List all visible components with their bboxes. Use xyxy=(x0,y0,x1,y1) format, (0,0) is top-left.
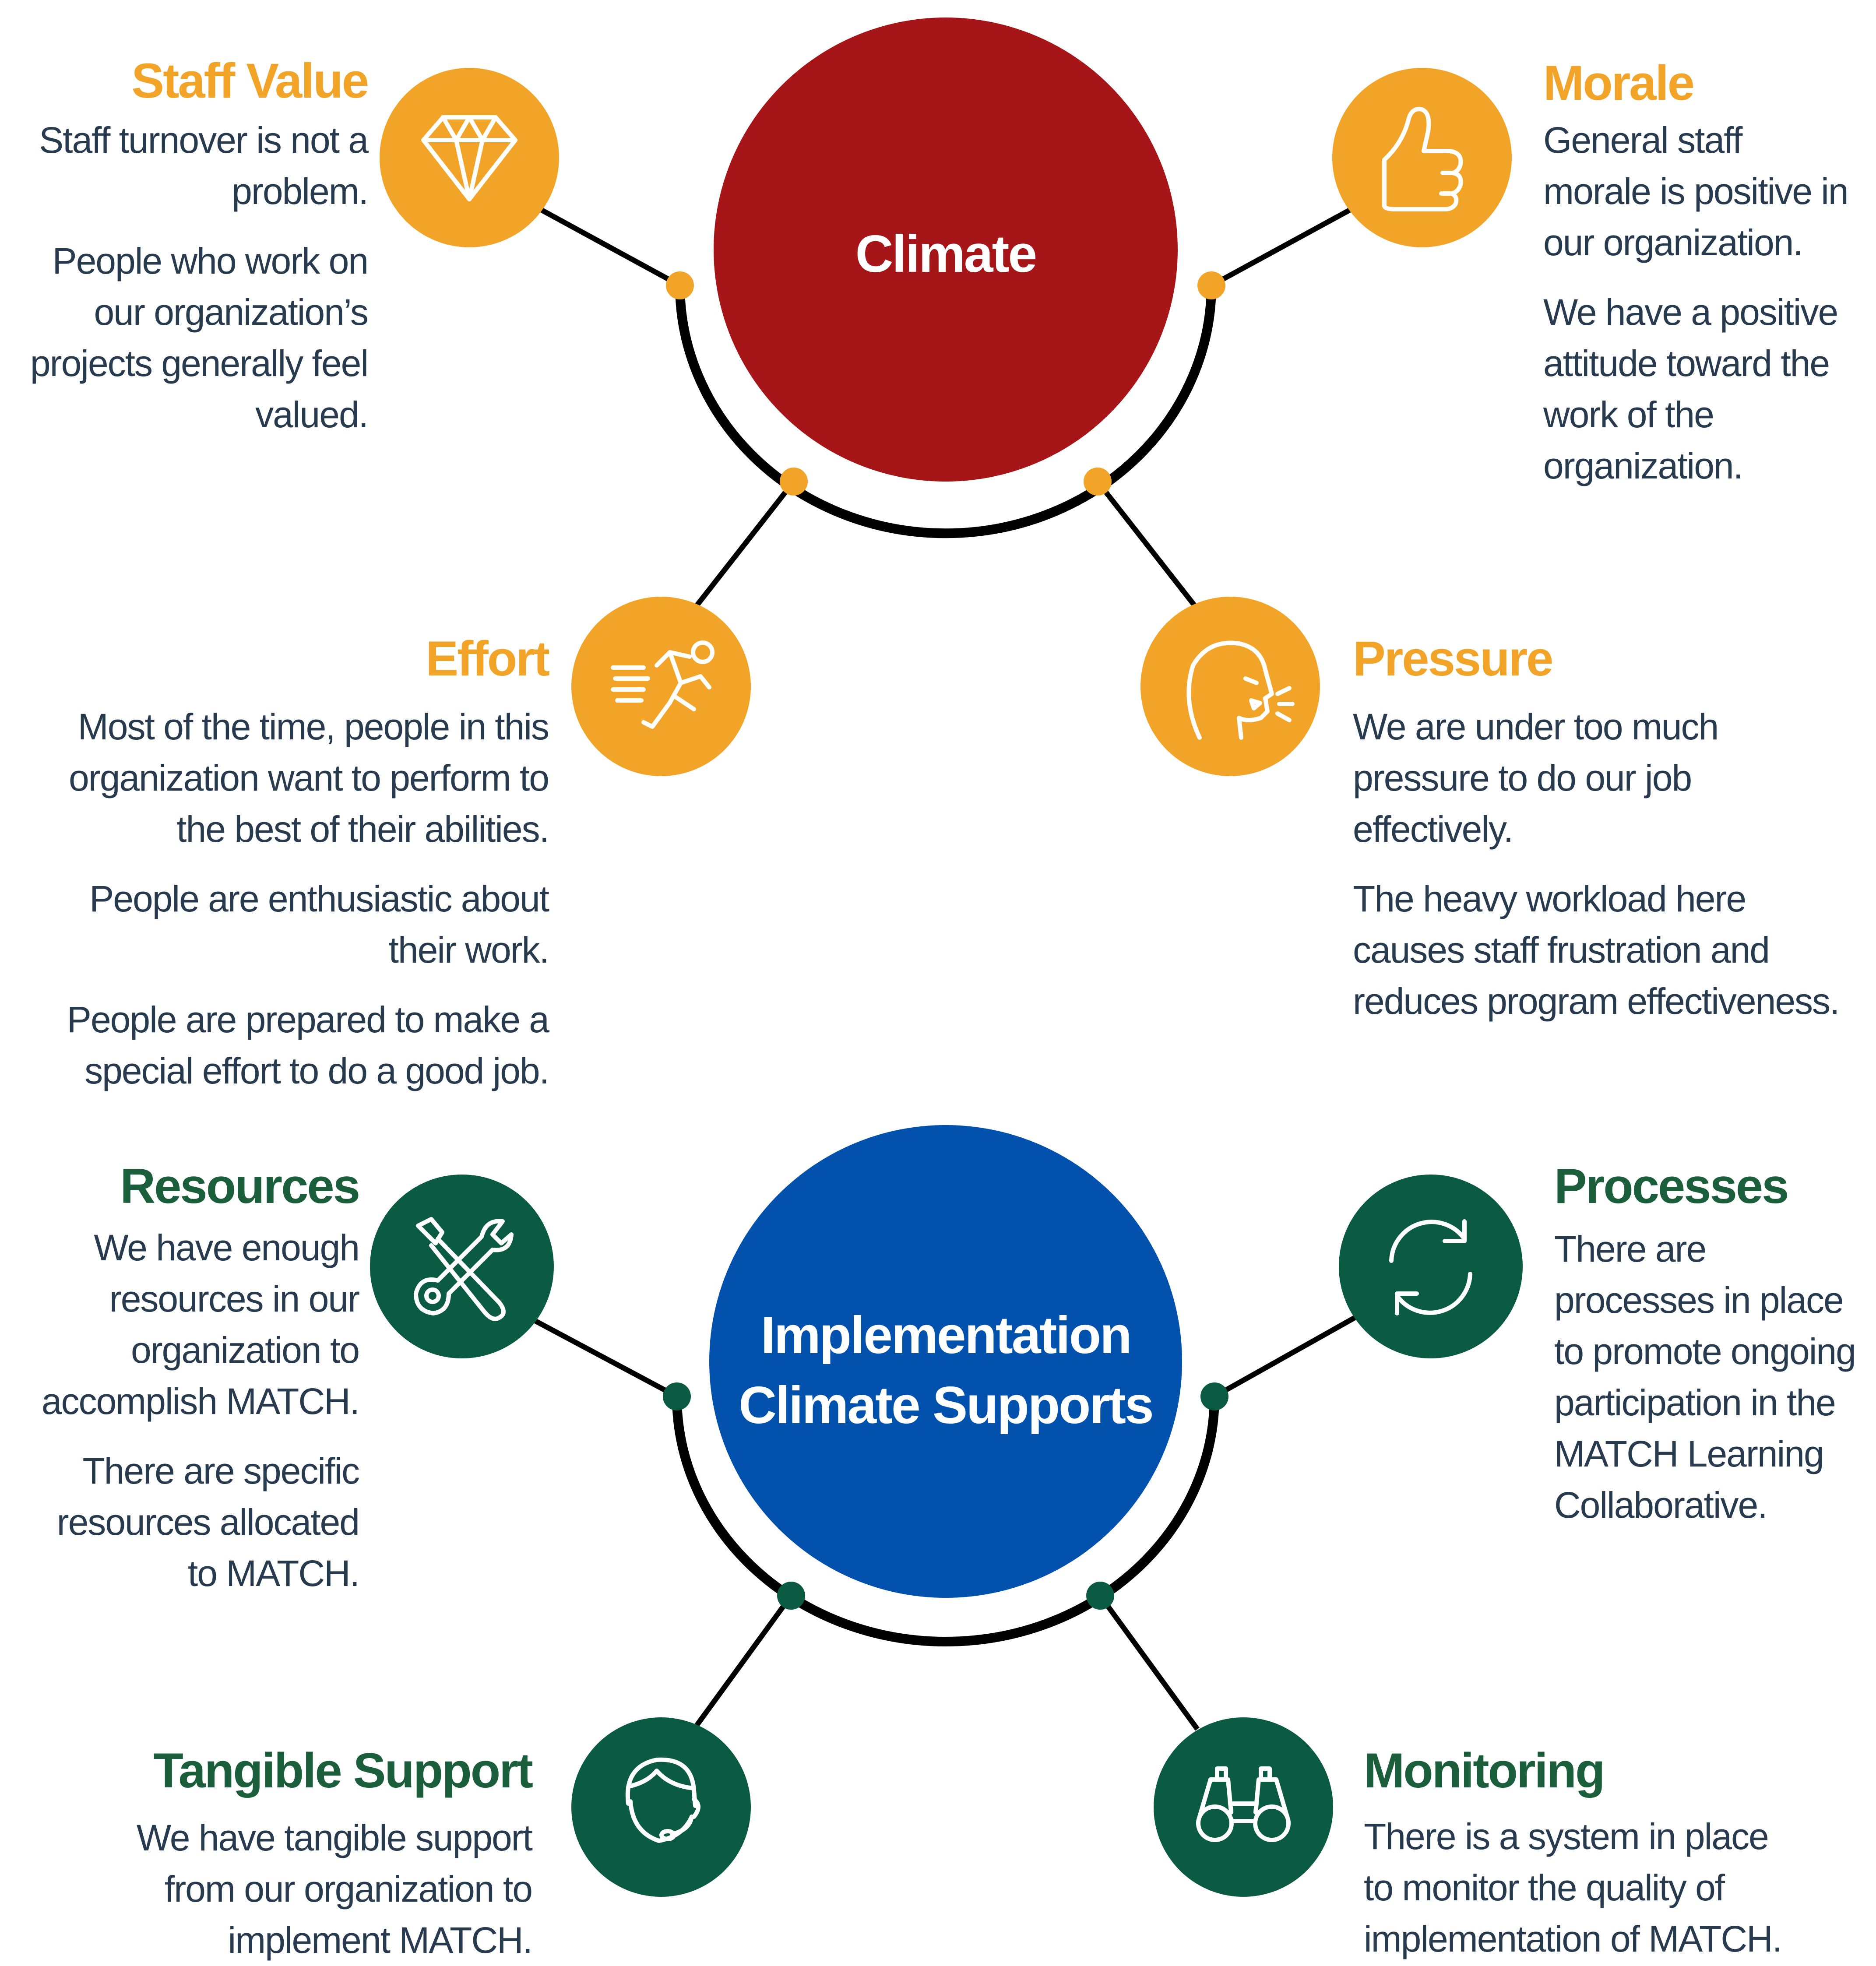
supports-arc xyxy=(672,1396,1219,1646)
diamond-icon xyxy=(421,115,517,201)
processes-title: Processes xyxy=(1554,1159,1789,1213)
effort-paragraph: Most of the time, people in this organiz… xyxy=(69,706,549,850)
staff-value-title: Staff Value xyxy=(131,53,369,108)
climate-title: Climate xyxy=(855,225,1037,283)
resources-title: Resources xyxy=(120,1159,360,1213)
headset-person-icon xyxy=(625,1757,700,1843)
staff-value-text: Staff turnover is not a problem. People … xyxy=(13,115,369,440)
connector-resources xyxy=(520,1311,678,1399)
processes-node xyxy=(1339,1175,1523,1358)
junction-dot xyxy=(1086,1582,1114,1610)
morale-paragraph: General staff morale is positive in our … xyxy=(1543,120,1849,263)
supports-title-line2: Climate Supports xyxy=(739,1376,1154,1435)
connector-processes xyxy=(1213,1306,1372,1399)
processes-paragraph: There are processes in place to promote … xyxy=(1554,1228,1856,1526)
morale-title: Morale xyxy=(1543,56,1695,110)
effort-node xyxy=(571,597,751,776)
junction-dot xyxy=(663,1382,691,1410)
staff-value-node xyxy=(380,68,559,247)
processes-text: There are processes in place to promote … xyxy=(1554,1224,1869,1531)
pressure-paragraph: The heavy workload here causes staff fru… xyxy=(1353,878,1840,1022)
binoculars-icon xyxy=(1196,1766,1291,1842)
thumbs-up-icon xyxy=(1382,107,1463,211)
junction-dot xyxy=(1200,1382,1228,1410)
pressure-paragraph: We are under too much pressure to do our… xyxy=(1353,706,1719,850)
monitoring-node xyxy=(1154,1717,1333,1897)
supports-group xyxy=(370,1125,1523,1897)
resources-paragraph: There are specific resources allocated t… xyxy=(56,1450,360,1594)
supports-title-line1: Implementation xyxy=(760,1306,1132,1365)
junction-dot xyxy=(777,1582,805,1610)
tangible-support-text: We have tangible support from our organi… xyxy=(105,1812,533,1966)
monitoring-text: There is a system in place to monitor th… xyxy=(1364,1811,1784,1965)
monitoring-title: Monitoring xyxy=(1364,1743,1605,1798)
staff-value-paragraph: Staff turnover is not a problem. xyxy=(39,120,369,212)
connector-effort xyxy=(694,480,796,608)
tangible-support-title: Tangible Support xyxy=(153,1743,533,1798)
resources-paragraph: We have enough resources in our organiza… xyxy=(41,1227,360,1422)
supports-title: Implementation Climate Supports xyxy=(727,1300,1165,1440)
morale-text: General staff morale is positive in our … xyxy=(1543,115,1850,492)
junction-dot xyxy=(1197,271,1225,299)
pressure-node xyxy=(1140,597,1320,776)
pressure-title: Pressure xyxy=(1353,631,1553,686)
connector-pressure xyxy=(1095,480,1197,608)
supports-circle xyxy=(709,1125,1182,1598)
connector-monitoring xyxy=(1098,1594,1200,1731)
refresh-cycle-icon xyxy=(1389,1219,1472,1315)
junction-dot xyxy=(780,468,808,496)
junction-dot xyxy=(1084,468,1112,496)
wrench-screwdriver-icon xyxy=(414,1217,514,1321)
staff-value-paragraph: People who work on our organization’s pr… xyxy=(30,240,369,435)
effort-paragraph: People are enthusiastic about their work… xyxy=(89,878,549,971)
morale-paragraph: We have a positive attitude toward the w… xyxy=(1543,292,1838,486)
connector-tangible-support xyxy=(692,1594,793,1731)
effort-title: Effort xyxy=(426,631,550,686)
tangible-support-node xyxy=(571,1717,751,1897)
connector-morale xyxy=(1210,201,1363,288)
climate-arc xyxy=(675,285,1216,538)
climate-group xyxy=(380,18,1512,776)
morale-node xyxy=(1332,68,1512,247)
running-person-icon xyxy=(611,640,714,729)
climate-circle xyxy=(714,18,1178,482)
connector-staff-value xyxy=(528,201,681,288)
tangible-support-paragraph: We have tangible support from our organi… xyxy=(136,1817,533,1961)
monitoring-paragraph: There is a system in place to monitor th… xyxy=(1364,1816,1782,1959)
junction-dot xyxy=(666,271,694,299)
shouting-head-icon xyxy=(1186,640,1295,740)
effort-paragraph: People are prepared to make a special ef… xyxy=(67,999,549,1091)
resources-text: We have enough resources in our organiza… xyxy=(35,1222,360,1599)
pressure-text: We are under too much pressure to do our… xyxy=(1353,701,1852,1027)
effort-text: Most of the time, people in this organiz… xyxy=(53,701,549,1097)
